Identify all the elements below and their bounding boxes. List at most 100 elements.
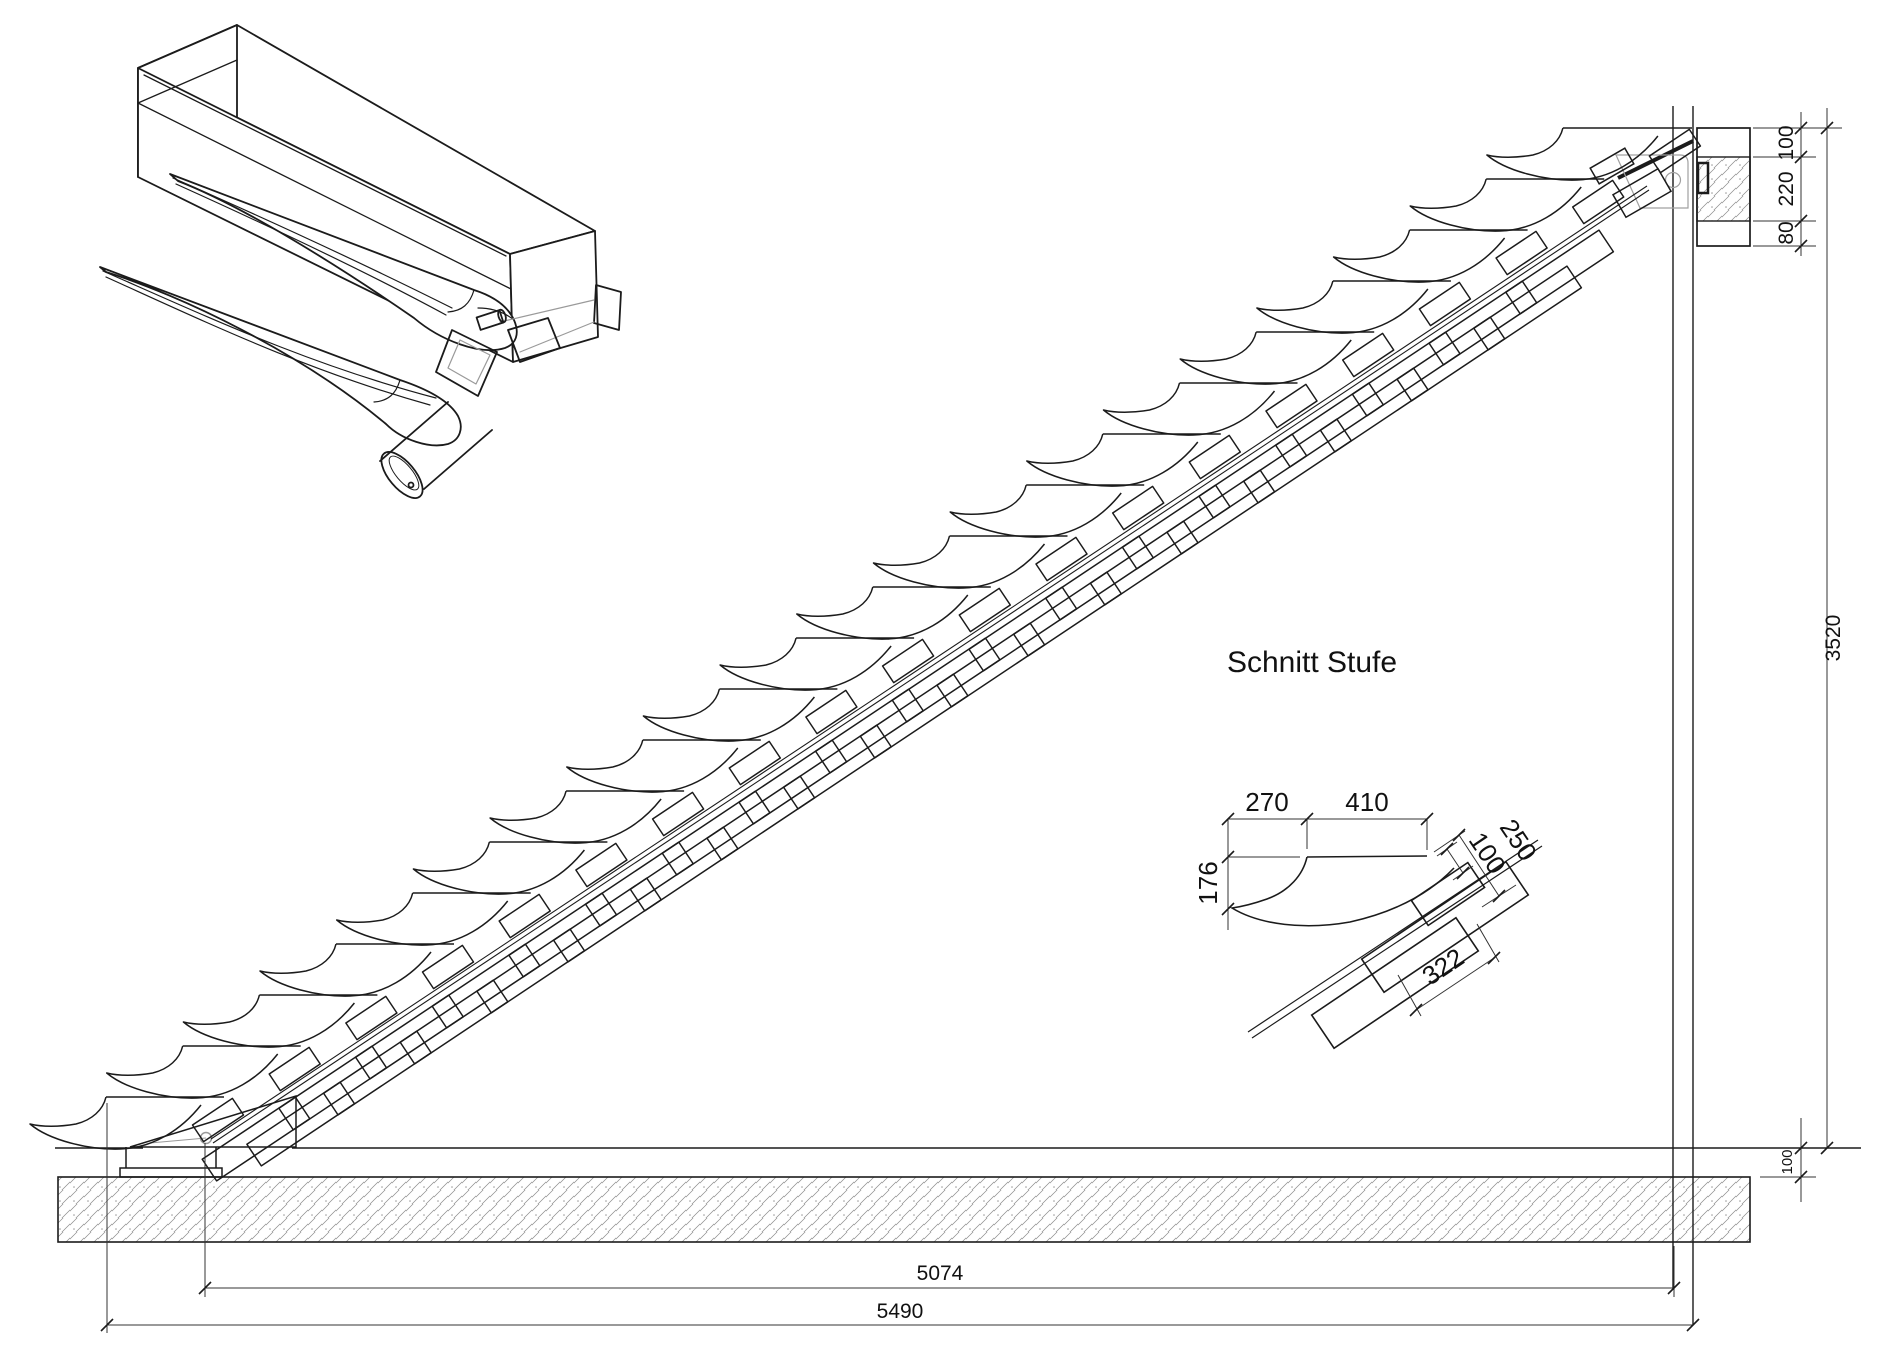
step-stem: [958, 587, 1012, 633]
step-stem: [1265, 383, 1318, 429]
iso-pin-cap: [497, 308, 507, 324]
step-stem: [1418, 281, 1472, 327]
iso-view: [99, 24, 622, 499]
stringer-spine: [210, 185, 1650, 1144]
rail-sleeve-lower: [1166, 469, 1276, 555]
stair-foot: [119, 1094, 297, 1178]
dim-tick: [1820, 1141, 1834, 1155]
rail-sleeve-lower: [706, 775, 816, 861]
step-underside: [1332, 229, 1506, 283]
step-underside: [489, 790, 662, 844]
iso-step-upper-edges: [172, 177, 515, 321]
elevation-structure: [55, 106, 1861, 1325]
rail-sleeve-lower: [476, 928, 586, 1014]
dim-tick: [1221, 812, 1235, 826]
dim-label-run-total: 5490: [877, 1300, 924, 1323]
dim-tick: [198, 1281, 212, 1295]
dim-tick: [1794, 214, 1808, 228]
step-underside: [642, 688, 815, 742]
iso-pin: [475, 309, 505, 331]
rail-sleeve-upper: [1505, 229, 1615, 315]
step-underside: [1256, 280, 1429, 334]
rail-sleeve-lower: [1012, 571, 1123, 657]
detail-spine: [1247, 839, 1543, 1039]
rail-sleeve-lower: [322, 1030, 432, 1116]
step-stem: [1341, 332, 1395, 378]
dim-label-height-total: 3520: [1822, 615, 1845, 662]
step-stem: [498, 893, 551, 939]
dim-label-landing-slab: 220: [1775, 171, 1798, 206]
landing-anchor: [1696, 161, 1710, 195]
rail-sleeve-lower: [552, 877, 662, 963]
dim-tick: [100, 1318, 114, 1332]
step-stem: [1035, 536, 1088, 582]
dim-tick: [1409, 1003, 1423, 1017]
iso-landing-seams: [137, 59, 512, 290]
dimensions: [106, 108, 1842, 1333]
wall-lines: [1672, 106, 1694, 1325]
rail-sleeve-lower: [936, 622, 1046, 708]
step-underside: [1102, 382, 1276, 436]
dim-label-detail-tread: 410: [1345, 787, 1388, 817]
dim-tick: [1794, 150, 1808, 164]
rail-sleeve-lower: [399, 979, 509, 1065]
rail-sleeve-lower: [1319, 367, 1429, 453]
step-stem: [805, 689, 858, 735]
step-stem: [268, 1046, 321, 1092]
detail-lower-sleeve: [1310, 916, 1480, 1050]
detail-tread-line: [1306, 855, 1428, 858]
step-underside: [259, 943, 432, 997]
dim-label-floor-slab: 100: [1779, 1149, 1796, 1174]
dim-tick: [1440, 842, 1454, 856]
dim-tick: [1456, 866, 1470, 880]
drawing-title: Schnitt Stufe: [1227, 646, 1397, 679]
step-stem: [575, 842, 628, 888]
rail-sleeve-lower: [629, 826, 739, 912]
step-stem: [1188, 434, 1242, 480]
step-underside: [719, 637, 892, 691]
step-underside: [796, 586, 969, 640]
step-underside: [872, 535, 1046, 589]
floor-slab-hatch: [57, 1176, 1751, 1243]
step-underside: [29, 1096, 202, 1150]
step-underside: [1026, 433, 1199, 487]
rail-sleeve-lower: [859, 673, 969, 759]
labels: Schnitt Stufe 100 220 80 3520 100 5074 5…: [877, 125, 1845, 1323]
step-underside: [566, 739, 739, 793]
step-stem: [728, 740, 782, 786]
dim-label-landing-soffit: 80: [1775, 221, 1798, 244]
rail-sleeve-lower: [1396, 316, 1506, 402]
dim-tick: [1686, 1318, 1700, 1332]
detail-view: [1229, 839, 1543, 1050]
dim-tick: [1221, 850, 1235, 864]
iso-step-lower: [99, 266, 462, 447]
dim-label-detail-pitch: 322: [1417, 942, 1470, 991]
step-stem: [191, 1097, 245, 1143]
step-stem: [881, 638, 935, 684]
detail-wave: [1229, 856, 1455, 927]
dim-tick: [1820, 121, 1834, 135]
dim-tick: [1300, 812, 1314, 826]
step-underside: [1179, 331, 1352, 385]
iso-landing-end-face: [509, 230, 599, 363]
step-underside: [105, 1045, 279, 1099]
iso-cylinder-stem: [379, 401, 493, 499]
step-underside: [1486, 127, 1659, 181]
detail-upper-sleeve: [1360, 860, 1530, 994]
dim-label-run-clear: 5074: [917, 1262, 964, 1285]
step-stem: [345, 995, 398, 1041]
dim-tick: [1794, 239, 1808, 253]
step-stem: [1648, 128, 1702, 174]
step-stem: [1495, 230, 1548, 276]
step-underside: [949, 484, 1122, 538]
dim-label-landing-top: 100: [1775, 125, 1798, 160]
stair-flight: [29, 127, 1702, 1182]
step-stem: [1571, 179, 1625, 225]
dim-tick: [1452, 828, 1466, 842]
dim-tick: [1487, 951, 1501, 965]
dimension-ticks: [100, 121, 1834, 1332]
dim-tick: [1667, 1281, 1681, 1295]
rail-sleeve-lower: [782, 724, 892, 810]
stair-steps: [29, 127, 1702, 1182]
